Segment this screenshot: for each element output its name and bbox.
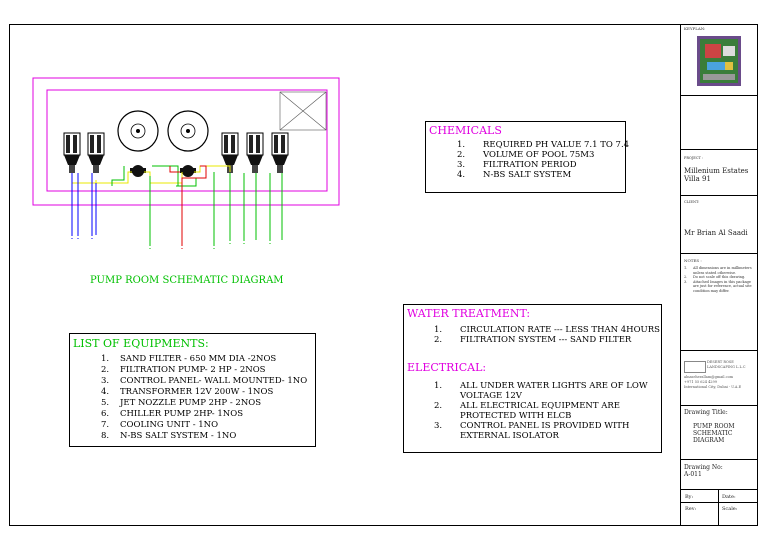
project-label: PROJECT : <box>684 156 704 160</box>
divider <box>718 490 719 503</box>
list-item: 4.TRANSFORMER 12V 200W - 1NOS <box>101 387 274 397</box>
company-email: alnaseherallam@gmail.com <box>684 375 734 379</box>
crossed-box <box>279 91 327 131</box>
company-name: DESERT ROSE LANDSCAPING L.L.C <box>707 360 746 369</box>
note-item: 3.Attached Images in this package are ju… <box>684 279 752 293</box>
diagram-title: PUMP ROOM SCHEMATIC DIAGRAM <box>90 275 284 286</box>
company-address: International City, Dubai - U.A.E <box>684 385 742 389</box>
list-item: 3.CONTROL PANEL IS PROVIDED WITH <box>434 421 630 431</box>
blue-pipes <box>71 173 93 235</box>
client-label: CLIENT: <box>684 200 700 204</box>
title-block: KEYPLAN: PROJECT : Millenium Estates Vil… <box>680 24 758 526</box>
list-item: 3.FILTRATION PERIOD <box>457 160 577 170</box>
notes-cell: NOTES : 1.All dimensions are in millimet… <box>681 254 758 351</box>
list-item: 1.ALL UNDER WATER LIGHTS ARE OF LOW <box>434 381 648 391</box>
list-item: 2.ALL ELECTRICAL EQUIPMENT ARE <box>434 401 620 411</box>
drawing-no-label: Drawing No: <box>684 464 723 471</box>
chemicals-heading: CHEMICALS <box>429 124 502 137</box>
list-item-cont: PROTECTED WITH ELCB <box>460 411 572 421</box>
by-date-row: By: Date: <box>681 490 758 503</box>
list-item: 1.REQUIRED PH VALUE 7.1 TO 7.4 <box>457 140 630 150</box>
drawing-no: A-011 <box>684 471 702 478</box>
drawing-no-cell: Drawing No: A-011 <box>681 460 758 490</box>
multiport-valve-2 <box>180 165 196 177</box>
scale-label: Scale: <box>722 506 738 512</box>
by-label: By: <box>685 494 694 500</box>
drawing-sheet-frame <box>9 24 758 526</box>
list-item: 1.SAND FILTER - 650 MM DIA -2NOS <box>101 354 277 364</box>
drawing-title: PUMP ROOM SCHEMATIC DIAGRAM <box>693 423 735 444</box>
return-pipes <box>229 173 283 240</box>
equipment-heading: LIST OF EQUIPMENTS: <box>73 337 209 350</box>
keyplan-label: KEYPLAN: <box>684 26 706 31</box>
pump-right-2 <box>246 132 264 173</box>
company-logo-icon <box>684 361 706 373</box>
project-name: Millenium Estates Villa 91 <box>684 167 749 183</box>
client-cell: CLIENT: Mr Brian Al Saadi <box>681 196 758 254</box>
pipe-ends <box>71 235 271 250</box>
note-item: 1.All dimensions are in millimeters unle… <box>684 266 752 275</box>
multiport-valve-1 <box>130 165 146 177</box>
pump-left-2 <box>87 132 105 173</box>
keyplan-thumbnail <box>697 36 741 86</box>
drawing-title-cell: Drawing Title: PUMP ROOM SCHEMATIC DIAGR… <box>681 406 758 460</box>
equipment-box: LIST OF EQUIPMENTS: 1.SAND FILTER - 650 … <box>69 333 316 447</box>
notes-label: NOTES : <box>684 258 702 263</box>
date-label: Date: <box>722 494 736 500</box>
pump-room-schematic <box>32 77 340 250</box>
list-item-cont: EXTERNAL ISOLATOR <box>460 431 559 441</box>
room-inner-outline <box>46 89 328 192</box>
list-item: 2.FILTRATION PUMP- 2 HP - 2NOS <box>101 365 266 375</box>
rev-label: Rev: <box>685 506 697 512</box>
divider <box>718 503 719 525</box>
list-item: 2.FILTRATION SYSTEM --- SAND FILTER <box>434 335 632 345</box>
red-pipe <box>169 165 207 245</box>
list-item: 7.COOLING UNIT - 1NO <box>101 420 219 430</box>
green-pipe <box>111 165 215 245</box>
water-treatment-list: 1.CIRCULATION RATE --- LESS THAN 4HOURS … <box>434 325 660 345</box>
list-item: 8.N-BS SALT SYSTEM - 1NO <box>101 431 237 441</box>
room-outer-outline <box>32 77 340 206</box>
drawing-title-label: Drawing Title: <box>684 409 728 416</box>
list-item-cont: VOLTAGE 12V <box>460 391 522 401</box>
list-item: 1.CIRCULATION RATE --- LESS THAN 4HOURS <box>434 325 660 335</box>
chemicals-box: CHEMICALS 1.REQUIRED PH VALUE 7.1 TO 7.4… <box>425 121 629 193</box>
pump-right-3 <box>271 132 289 173</box>
chemicals-list: 1.REQUIRED PH VALUE 7.1 TO 7.4 2.VOLUME … <box>457 140 637 180</box>
list-item: 2.VOLUME OF POOL 75M3 <box>457 150 595 160</box>
electrical-list: 1.ALL UNDER WATER LIGHTS ARE OF LOW VOLT… <box>434 381 654 441</box>
company-cell: DESERT ROSE LANDSCAPING L.L.C alnasehera… <box>681 351 758 406</box>
water-treatment-box: WATER TREATMENT: 1.CIRCULATION RATE --- … <box>403 304 662 453</box>
pump-left-1 <box>63 132 81 173</box>
client-name: Mr Brian Al Saadi <box>684 229 748 237</box>
sand-filter-1 <box>117 110 159 152</box>
notes-list: 1.All dimensions are in millimeters unle… <box>684 266 756 293</box>
list-item: 6.CHILLER PUMP 2HP- 1NOS <box>101 409 244 419</box>
water-treatment-heading: WATER TREATMENT: <box>407 307 531 320</box>
blank-cell <box>681 96 758 150</box>
note-item: 2.Do not scale off this drawing. <box>684 275 746 279</box>
electrical-heading: ELECTRICAL: <box>407 361 487 374</box>
list-item: 3.CONTROL PANEL- WALL MOUNTED- 1NO <box>101 376 308 386</box>
list-item: 5.JET NOZZLE PUMP 2HP - 2NOS <box>101 398 262 408</box>
list-item: 4.N-BS SALT SYSTEM <box>457 170 572 180</box>
keyplan-cell: KEYPLAN: <box>681 24 758 96</box>
company-phone: +971 55 624 4299 <box>684 380 717 384</box>
rev-scale-row: Rev: Scale: <box>681 503 758 525</box>
project-cell: PROJECT : Millenium Estates Villa 91 <box>681 150 758 196</box>
equipment-list: 1.SAND FILTER - 650 MM DIA -2NOS 2.FILTR… <box>101 354 311 442</box>
sand-filter-2 <box>167 110 209 152</box>
